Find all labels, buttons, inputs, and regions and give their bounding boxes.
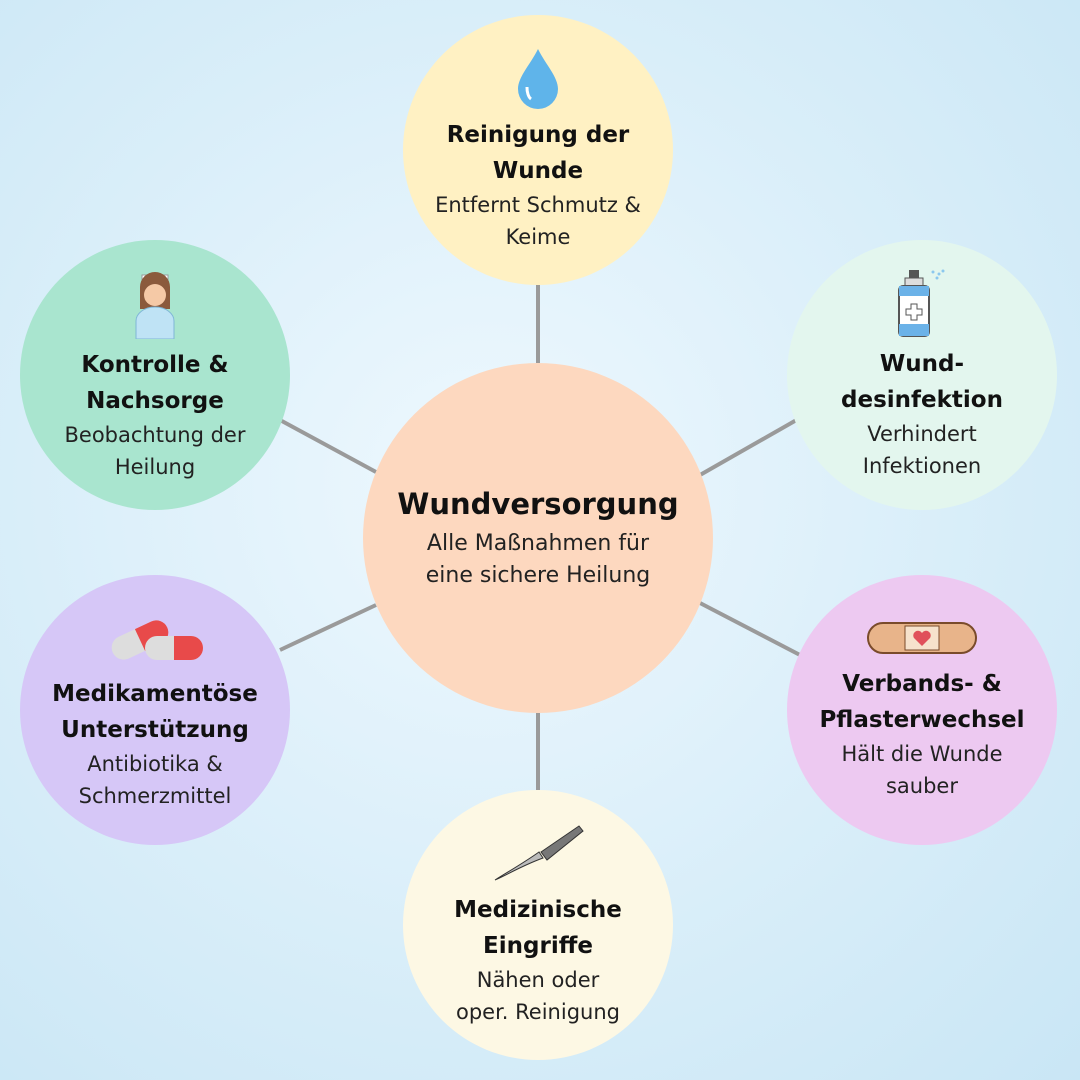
node-surgery: Medizinische Eingriffe Nähen oder oper. … bbox=[403, 790, 673, 1060]
node-title: Medizinische Eingriffe bbox=[454, 897, 622, 959]
node-title: Verbands- & Pflasterwechsel bbox=[819, 671, 1025, 733]
node-desc: Entfernt Schmutz & Keime bbox=[435, 193, 641, 249]
connector-top-right bbox=[699, 416, 801, 477]
node-title: Medikamentöse Unterstützung bbox=[52, 681, 258, 743]
node-desc: Verhindert Infektionen bbox=[862, 422, 982, 478]
connector-bottom-left bbox=[279, 603, 377, 652]
node-disinfection: Wund-desinfektion Verhindert Infektionen bbox=[787, 240, 1057, 510]
node-cleaning: Reinigung der Wunde Entfernt Schmutz & K… bbox=[403, 15, 673, 285]
node-desc: Nähen oder oper. Reinigung bbox=[456, 968, 620, 1024]
node-title: Kontrolle & Nachsorge bbox=[81, 352, 229, 414]
node-bandage: Verbands- & Pflasterwechsel Hält die Wun… bbox=[787, 575, 1057, 845]
center-title: Wundversorgung bbox=[397, 487, 679, 521]
scalpel-icon bbox=[491, 822, 586, 884]
connector-bottom-right bbox=[699, 601, 801, 657]
node-desc: Hält die Wunde sauber bbox=[841, 742, 1003, 798]
center-node: Wundversorgung Alle Maßnahmen für eine s… bbox=[363, 363, 713, 713]
nurse-icon bbox=[130, 267, 180, 339]
node-medication: Medikamentöse Unterstützung Antibiotika … bbox=[20, 575, 290, 845]
node-aftercare: Kontrolle & Nachsorge Beobachtung der He… bbox=[20, 240, 290, 510]
node-desc: Antibiotika & Schmerzmittel bbox=[78, 752, 232, 808]
node-desc: Beobachtung der Heilung bbox=[64, 423, 246, 479]
connector-top-left bbox=[279, 418, 377, 474]
pills-icon bbox=[105, 608, 205, 668]
bandage-icon bbox=[867, 618, 977, 658]
node-title: Reinigung der Wunde bbox=[446, 122, 630, 184]
disinfectant-spray-icon bbox=[897, 268, 947, 338]
center-desc: Alle Maßnahmen für eine sichere Heilung bbox=[425, 531, 651, 588]
water-drop-icon bbox=[516, 47, 560, 109]
node-title: Wund-desinfektion bbox=[841, 351, 1003, 413]
